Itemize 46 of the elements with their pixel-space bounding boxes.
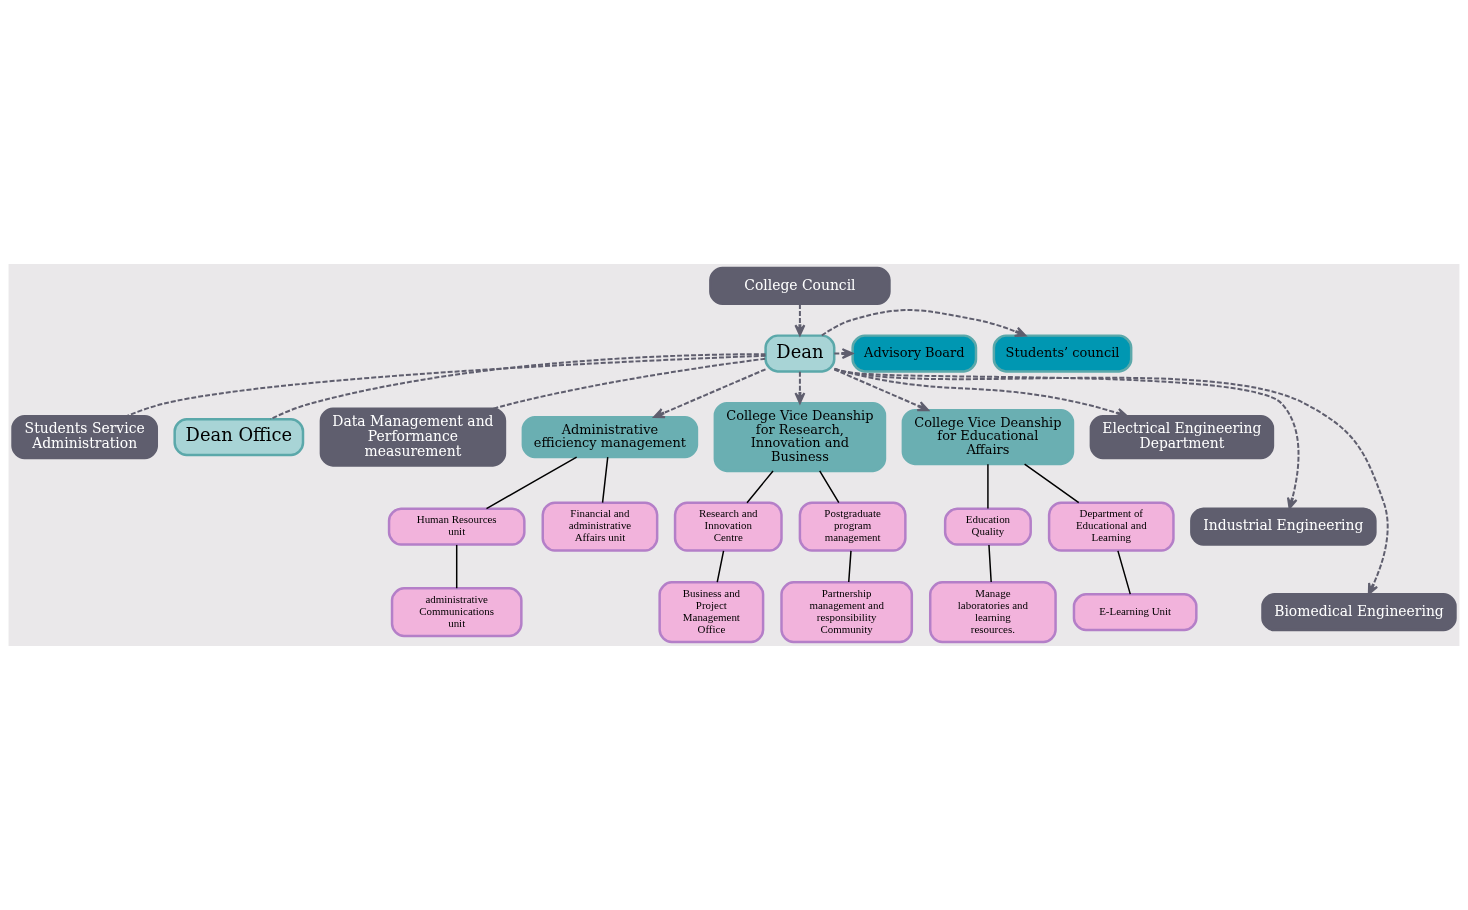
connector bbox=[455, 544, 458, 589]
node-box: College Vice Deanship for Research, Innovation and Business bbox=[713, 402, 887, 473]
connector bbox=[818, 470, 840, 504]
arrow bbox=[833, 348, 854, 359]
node-box: Partnership management and responsibility Community bbox=[780, 581, 914, 644]
connector bbox=[269, 353, 767, 421]
node-box: Financial and administrative Affairs unit bbox=[541, 501, 659, 552]
node-box: Department of Educational and Learning bbox=[1047, 501, 1175, 552]
node-box: administrative Communications unit bbox=[390, 587, 523, 638]
node-box: Biomedical Engineering bbox=[1261, 593, 1457, 632]
node-box: Electrical Engineering Department bbox=[1089, 414, 1275, 460]
arrow bbox=[833, 367, 1300, 510]
connector bbox=[1117, 550, 1132, 595]
connector bbox=[848, 550, 852, 583]
arrow bbox=[820, 309, 1027, 337]
node-box: Dean bbox=[764, 334, 836, 373]
arrow bbox=[833, 368, 930, 412]
connector bbox=[492, 357, 767, 410]
connector bbox=[485, 456, 578, 510]
connector bbox=[746, 470, 774, 504]
node-box: Data Management and Performance measurement bbox=[319, 407, 507, 467]
node-box: Research and Innovation Centre bbox=[673, 501, 783, 552]
arrow bbox=[794, 370, 806, 404]
node-box: Human Resources unit bbox=[387, 507, 526, 546]
connector bbox=[987, 463, 989, 510]
node-box: Dean Office bbox=[173, 417, 305, 457]
node-box: Advisory Board bbox=[851, 334, 978, 373]
arrow bbox=[833, 367, 1389, 595]
node-box: Students Service Administration bbox=[11, 414, 158, 460]
arrow bbox=[794, 303, 806, 337]
node-box: Students’ council bbox=[992, 334, 1133, 373]
node-box: Industrial Engineering bbox=[1190, 507, 1377, 546]
connector bbox=[601, 456, 609, 504]
connector bbox=[716, 550, 725, 583]
node-box: College Vice Deanship for Educational Affairs bbox=[901, 409, 1075, 466]
connector bbox=[125, 354, 767, 418]
node-box: Administrative efficiency management bbox=[521, 415, 699, 459]
node-box: Education Quality bbox=[943, 507, 1032, 546]
node-box: E-Learning Unit bbox=[1072, 593, 1198, 632]
node-box: Postgraduate program management bbox=[798, 501, 907, 552]
connector bbox=[1023, 463, 1080, 504]
node-box: Business and Project Management Office bbox=[658, 581, 765, 644]
arrow bbox=[653, 368, 767, 419]
node-box: College Council bbox=[709, 266, 891, 306]
connector bbox=[988, 544, 992, 583]
node-box: Manage laboratories and learning resources. bbox=[928, 581, 1057, 644]
